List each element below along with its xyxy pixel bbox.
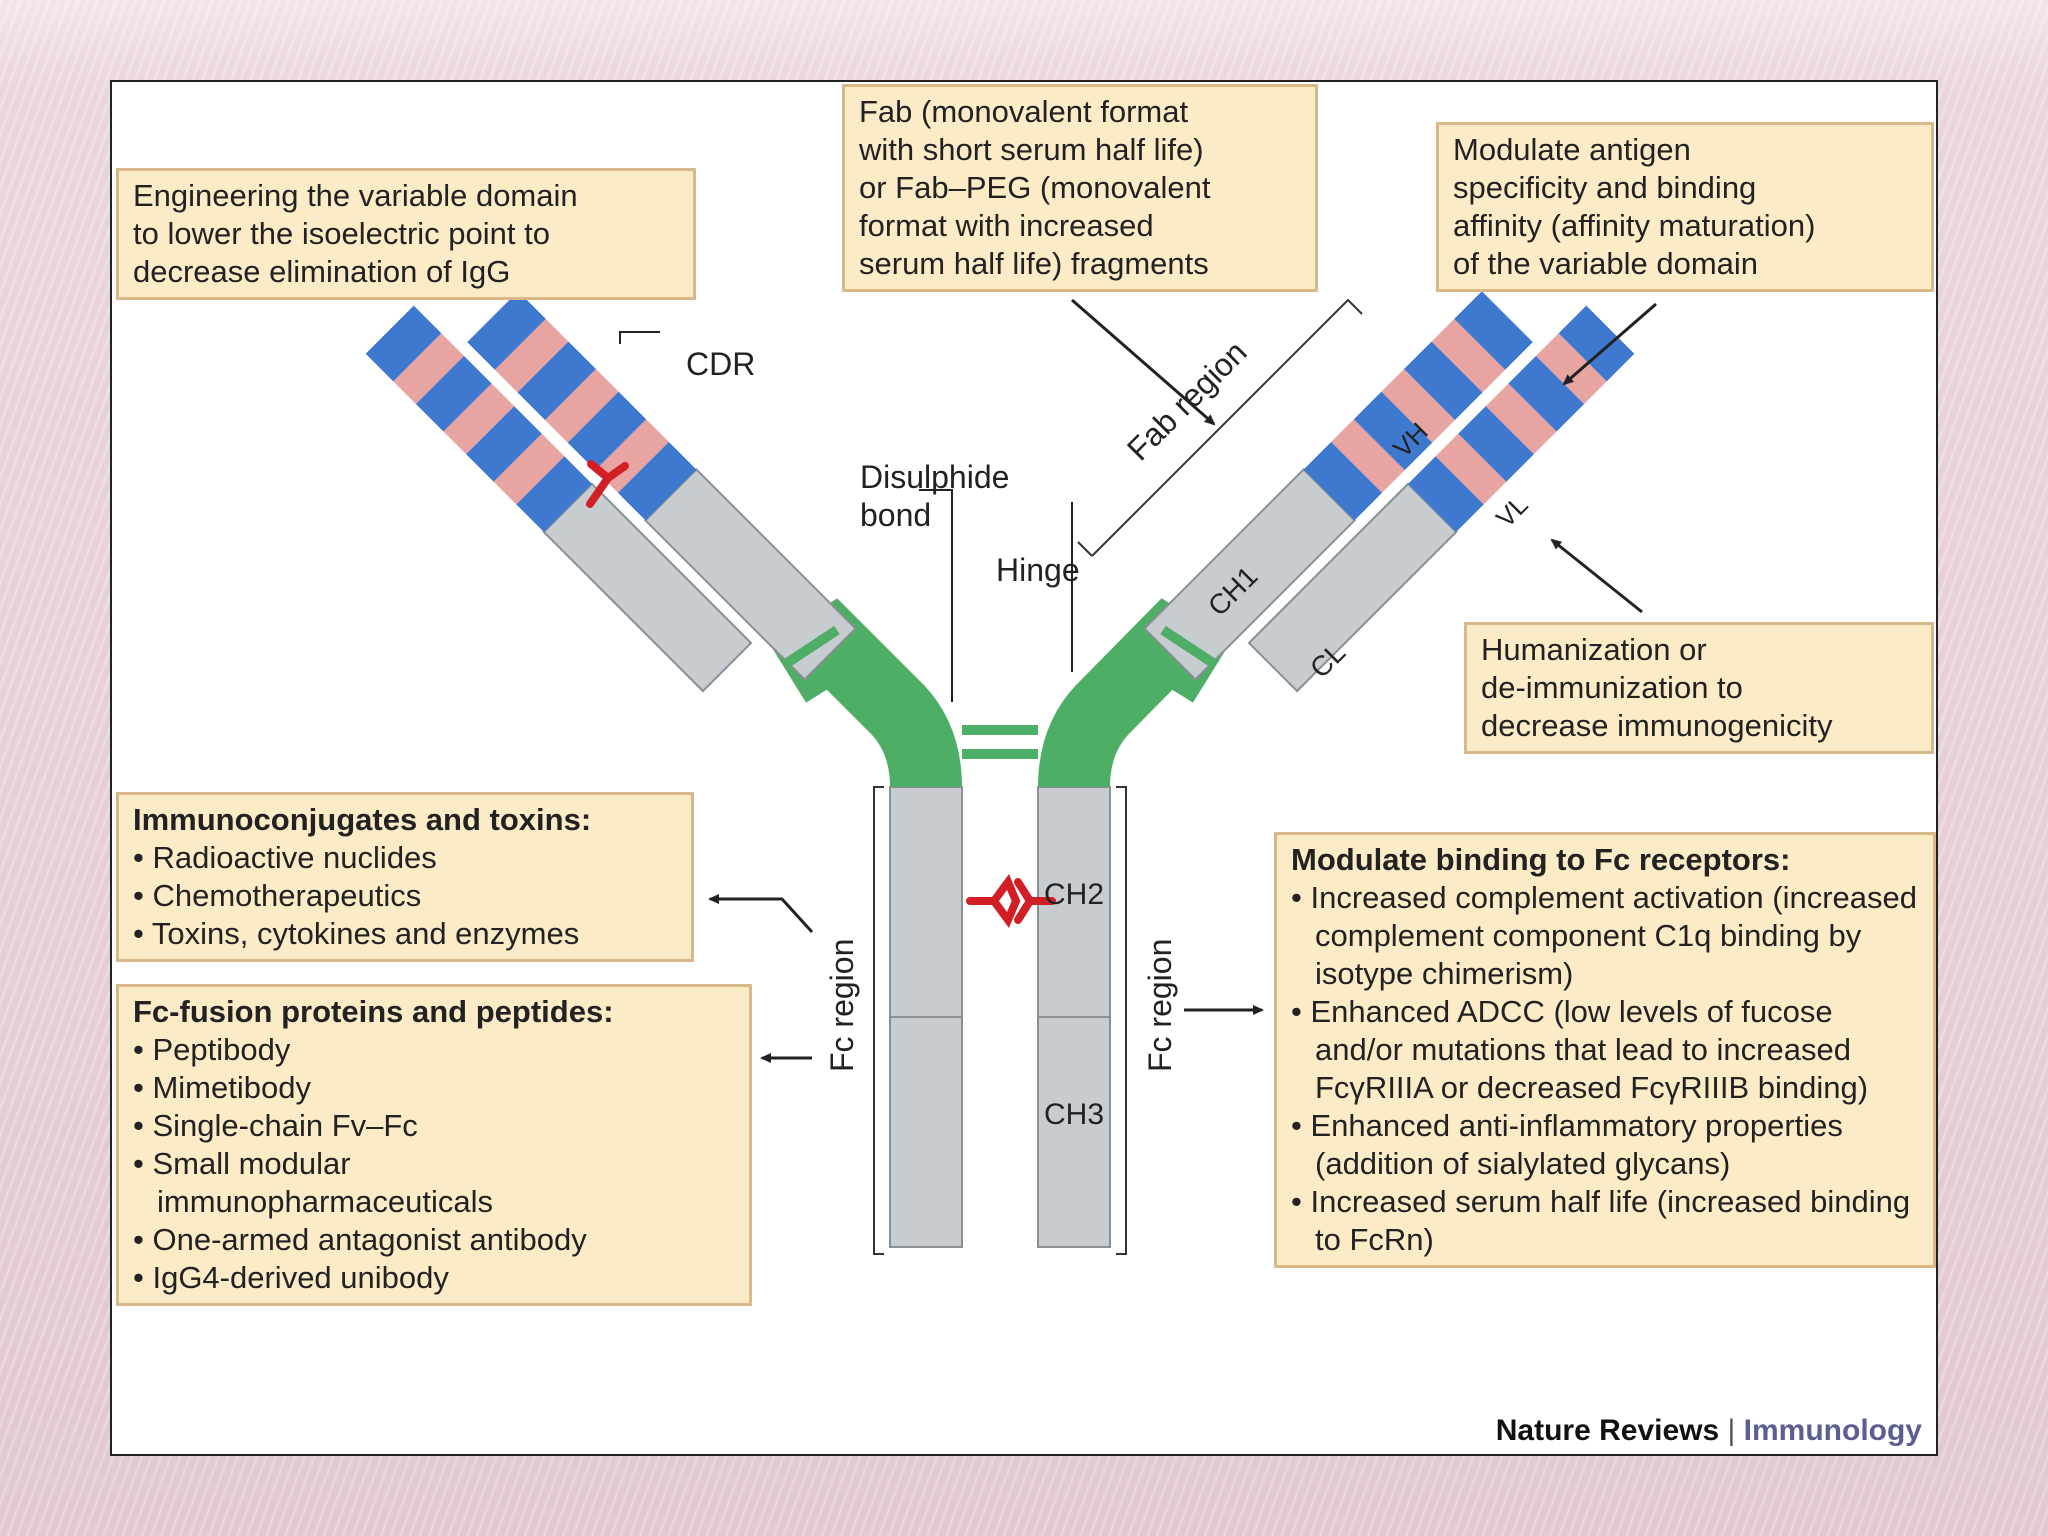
fc-glycan-marker bbox=[966, 873, 1056, 929]
credit-section: Immunology bbox=[1743, 1414, 1922, 1447]
fc-left-ch3 bbox=[889, 1016, 963, 1248]
fc-region-label-left: Fc region bbox=[824, 938, 860, 1072]
fab-region-bracket bbox=[1091, 298, 1363, 557]
hinge-label: Hinge bbox=[996, 552, 1080, 588]
journal-credit: Nature Reviews | Immunology bbox=[1496, 1414, 1922, 1448]
fc-region-domains bbox=[889, 786, 1111, 1248]
fab-line: or Fab–PEG (monovalent bbox=[859, 170, 1211, 205]
list-item: Increased serum half life (increased bin… bbox=[1291, 1183, 1919, 1259]
fab-line: serum half life) fragments bbox=[859, 246, 1209, 281]
list-item: Small modular immunopharmaceuticals bbox=[133, 1145, 577, 1221]
disulphide-label: Disulphide bond bbox=[860, 458, 1009, 534]
antigen-line: of the variable domain bbox=[1453, 246, 1759, 281]
humanization-box: Humanization or de-immunization to decre… bbox=[1464, 622, 1934, 754]
disulphide-pointer-line bbox=[919, 489, 953, 702]
list-item: IgG4-derived unibody bbox=[133, 1259, 735, 1297]
cdr-pointer-line bbox=[619, 331, 660, 344]
list-item: Enhanced anti-inflammatory properties (a… bbox=[1291, 1107, 1919, 1183]
list-item: Single-chain Fv–Fc bbox=[133, 1107, 735, 1145]
list-item: One-armed antagonist antibody bbox=[133, 1221, 735, 1259]
left-heavy-chain-hinge bbox=[767, 598, 962, 789]
antigen-arrow bbox=[1562, 302, 1657, 386]
fab-arrow bbox=[1071, 298, 1216, 426]
right-interchain-bond bbox=[1160, 625, 1219, 670]
cdr-glycan-marker bbox=[586, 460, 629, 508]
figure-frame: CDR Disulphide bond Hinge Fab region Fc … bbox=[110, 80, 1938, 1456]
ch3-label: CH3 bbox=[1044, 1098, 1105, 1131]
variable-domain-line: Engineering the variable domain bbox=[133, 178, 578, 213]
fc-receptors-title: Modulate binding to Fc receptors: bbox=[1291, 842, 1791, 877]
variable-domain-line: to lower the isoelectric point to bbox=[133, 216, 550, 251]
list-item: Peptibody bbox=[133, 1031, 735, 1069]
right-fab-light-chain bbox=[1247, 305, 1635, 693]
fab-line: Fab (monovalent format bbox=[859, 94, 1189, 129]
immunoconjugates-box: Immunoconjugates and toxins: Radioactive… bbox=[116, 792, 694, 962]
cdr-label: CDR bbox=[686, 346, 756, 382]
credit-journal: Nature Reviews bbox=[1495, 1414, 1720, 1447]
fc-fusion-list: Peptibody Mimetibody Single-chain Fv–Fc … bbox=[133, 1031, 735, 1297]
antibody-diagram bbox=[365, 291, 1657, 1255]
left-interchain-bond bbox=[781, 625, 840, 670]
list-item: Increased complement activation (increas… bbox=[1291, 879, 1919, 993]
fc-right-ch3 bbox=[1037, 1016, 1111, 1248]
fab-line: format with increased bbox=[859, 208, 1154, 243]
humanization-line: de-immunization to bbox=[1481, 670, 1743, 705]
fc-receptors-list: Increased complement activation (increas… bbox=[1291, 879, 1919, 1259]
fab-line: with short serum half life) bbox=[859, 132, 1204, 167]
antigen-line: affinity (affinity maturation) bbox=[1453, 208, 1816, 243]
fab-box: Fab (monovalent format with short serum … bbox=[842, 84, 1318, 292]
immunoconjugates-title: Immunoconjugates and toxins: bbox=[133, 802, 592, 837]
list-item: Toxins, cytokines and enzymes bbox=[133, 915, 677, 953]
list-item: Mimetibody bbox=[133, 1069, 735, 1107]
disulphide-bond-2 bbox=[962, 749, 1038, 759]
antigen-box: Modulate antigen specificity and binding… bbox=[1436, 122, 1934, 292]
antigen-line: specificity and binding bbox=[1453, 170, 1757, 205]
antigen-line: Modulate antigen bbox=[1453, 132, 1691, 167]
list-item: Enhanced ADCC (low levels of fucose and/… bbox=[1291, 993, 1919, 1107]
right-heavy-chain-hinge bbox=[1038, 598, 1232, 789]
hinge-region bbox=[767, 598, 1232, 789]
fc-receptors-box: Modulate binding to Fc receptors: Increa… bbox=[1274, 832, 1936, 1268]
right-fab-heavy-chain bbox=[1143, 291, 1533, 681]
list-item: Chemotherapeutics bbox=[133, 877, 677, 915]
disulphide-label-line1: Disulphide bbox=[860, 459, 1010, 495]
humanization-arrow bbox=[1550, 538, 1643, 614]
left-fab-heavy-chain bbox=[467, 291, 857, 681]
variable-domain-box: Engineering the variable domain to lower… bbox=[116, 168, 696, 300]
humanization-line: decrease immunogenicity bbox=[1481, 708, 1833, 743]
fc-region-bracket-left bbox=[873, 786, 884, 1255]
disulphide-label-line2: bond bbox=[860, 497, 932, 533]
humanization-line: Humanization or bbox=[1481, 632, 1707, 667]
fc-region-bracket-right bbox=[1116, 786, 1127, 1255]
immunoconjugate-arrow bbox=[708, 894, 814, 934]
list-item: Radioactive nuclides bbox=[133, 839, 677, 877]
fc-fusion-box: Fc-fusion proteins and peptides: Peptibo… bbox=[116, 984, 752, 1306]
ch2-label: CH2 bbox=[1044, 878, 1105, 911]
left-fab-light-chain bbox=[365, 305, 753, 693]
variable-domain-line: decrease elimination of IgG bbox=[133, 254, 511, 289]
immunoconjugates-list: Radioactive nuclides Chemotherapeutics T… bbox=[133, 839, 677, 953]
fc-region-label-right: Fc region bbox=[1142, 938, 1178, 1072]
disulphide-bond-1 bbox=[962, 725, 1038, 735]
fc-fusion-title: Fc-fusion proteins and peptides: bbox=[133, 994, 614, 1029]
fc-left-ch2 bbox=[889, 786, 963, 1018]
credit-separator: | bbox=[1727, 1414, 1736, 1447]
